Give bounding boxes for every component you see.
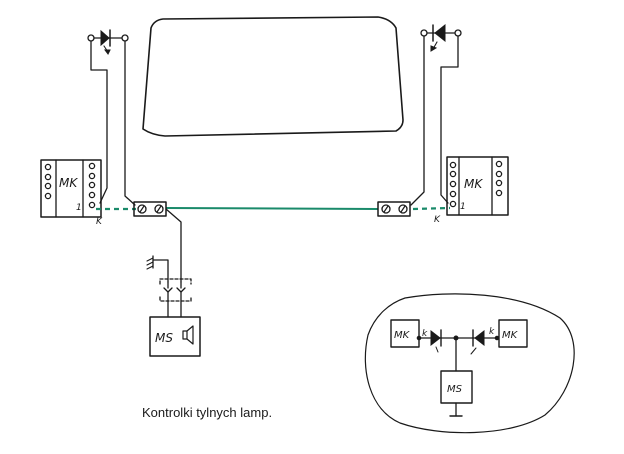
signal-wire xyxy=(165,208,182,283)
ms-signal-module: MS xyxy=(149,316,201,357)
left-mk-module: MK 1 K xyxy=(40,159,103,227)
inset-left-mk xyxy=(390,319,420,348)
inset-right-mk-label: MK xyxy=(502,330,519,341)
inset-oval xyxy=(364,293,575,434)
inset-left-k: k xyxy=(422,329,428,339)
left-lamp-wire-b xyxy=(124,40,136,206)
right-lamp-wire-a xyxy=(440,35,459,204)
right-mk-pin-1: 1 xyxy=(460,202,466,212)
inset-right-mk xyxy=(498,319,528,348)
connector-plug xyxy=(159,278,192,318)
right-mk-label: MK xyxy=(464,177,483,191)
ground-symbol xyxy=(146,255,169,283)
right-terminal-block xyxy=(377,201,411,217)
left-lamp-wire-a xyxy=(90,40,108,204)
right-lamp-wire-b xyxy=(410,35,425,206)
left-mk-label: MK xyxy=(59,176,78,190)
inset-right-led xyxy=(470,329,485,355)
diagram-caption: Kontrolki tylnych lamp. xyxy=(142,405,273,420)
left-mk-pin-1: 1 xyxy=(76,203,82,213)
inset-ms-label: MS xyxy=(447,384,463,395)
right-mk-terminals-right xyxy=(495,160,503,197)
right-mk-module: MK 1 K xyxy=(434,156,509,225)
ms-label: MS xyxy=(155,331,173,345)
left-k-label: K xyxy=(96,217,103,227)
speaker-icon xyxy=(182,325,194,345)
inset-right-k: k xyxy=(489,327,495,337)
right-mk-terminals-left xyxy=(449,161,457,208)
left-mk-terminals-left xyxy=(44,163,52,200)
rear-panel-outline xyxy=(142,16,404,137)
inset-left-led xyxy=(430,329,442,353)
right-dashed-wire xyxy=(412,206,451,211)
left-mk-terminals-right xyxy=(88,162,96,209)
main-green-wire xyxy=(165,207,379,210)
left-terminal-block xyxy=(133,201,167,217)
right-lamp-led xyxy=(420,23,462,52)
left-lamp-led xyxy=(87,29,129,55)
right-k-label: K xyxy=(434,215,441,225)
inset-schematic: MK MK k k MS xyxy=(390,319,528,417)
inset-left-mk-label: MK xyxy=(394,330,411,341)
